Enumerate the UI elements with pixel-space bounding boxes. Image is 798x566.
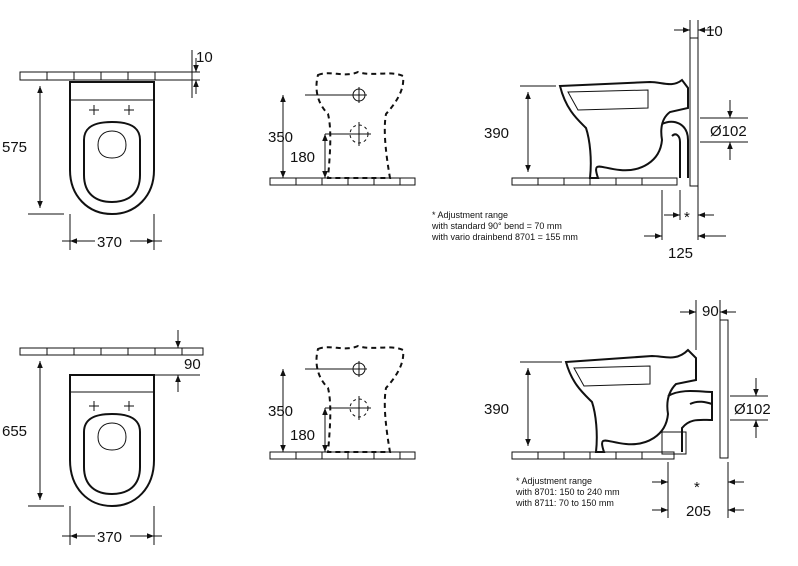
row2-fixing-point-left [89,401,99,411]
row2-wall-gap-label: 90 [184,356,201,373]
row2-front-bowl-outline [315,344,405,453]
row2-front-lower-fixing [347,396,371,420]
row1-side-height-label: 390 [484,125,509,142]
row2-fixing-point-right [124,401,134,411]
row1-front-upper-fixing [351,87,367,103]
row1-plan-view: 10 575 370 [2,49,213,251]
row1-seat-outline [83,120,141,204]
row2-front-floor [269,451,416,460]
row1-plan-wall [19,71,193,81]
row1-front-lower-fixing [347,122,371,146]
row1-note-line-2: with standard 90° bend = 70 mm [431,221,562,231]
row2-note: * Adjustment range with 8701: 150 to 240… [515,476,620,508]
row2-plan-wall [19,347,204,356]
row2-pipe-diameter-label: Ø102 [734,401,771,418]
row2-adjust-mark: * [694,479,700,496]
row2-side-view: 390 90 Ø102 * 205 * Adjustment range wit… [484,300,771,520]
row2-side-drainbend [661,431,687,455]
row2-outlet-height-label: 350 [268,403,293,420]
row2-toilet-outline [69,374,155,508]
row1-front-bowl-outline [315,70,405,179]
row1-width-label: 370 [97,234,122,251]
row2-side-floor [511,451,675,460]
row2-inlet-height-label: 180 [290,427,315,444]
row2-setback-label: 205 [686,503,711,520]
row2-width-label: 370 [97,529,122,546]
row1-side-gap-label: 10 [706,23,723,40]
row1-fixing-point-right [124,105,134,115]
row2-side-height-label: 390 [484,401,509,418]
row1-pipe-diameter-label: Ø102 [710,123,747,140]
row2-note-line-1: * Adjustment range [516,476,592,486]
row1-note: * Adjustment range with standard 90° ben… [431,210,578,242]
row1-note-line-1: * Adjustment range [432,210,508,220]
row2-side-bowl [564,348,697,453]
row1-note-line-3: with vario drainbend 8701 = 155 mm [431,232,578,242]
row2-note-line-2: with 8701: 150 to 240 mm [515,487,620,497]
row1-side-floor [511,177,678,186]
row1-fixing-point-left [89,105,99,115]
row1-adjust-mark: * [684,209,690,226]
row2-side-wall [719,319,729,459]
row1-outlet-height-label: 350 [268,129,293,146]
row2-depth-label: 655 [2,423,27,440]
row2-plan-view: 90 655 370 [2,330,204,546]
row1-front-floor [269,177,416,186]
row1-front-view: 350 180 [268,70,416,186]
row2-front-view: 350 180 [268,344,416,460]
row1-side-view: 390 10 Ø102 * 125 * Adjustment range wit… [431,20,748,262]
row1-wall-gap-label: 10 [196,49,213,66]
row1-side-wall [689,37,699,187]
row2-side-gap-label: 90 [702,303,719,320]
row1-depth-label: 575 [2,139,27,156]
row1-plan-wall-joints [46,72,156,80]
row2-note-line-3: with 8711: 70 to 150 mm [515,498,614,508]
row1-setback-label: 125 [668,245,693,262]
row2-seat-outline [83,412,141,496]
row1-toilet-outline [69,81,155,216]
row1-inlet-height-label: 180 [290,149,315,166]
row1-side-bowl [558,78,689,179]
row2-front-upper-fixing [351,361,367,377]
